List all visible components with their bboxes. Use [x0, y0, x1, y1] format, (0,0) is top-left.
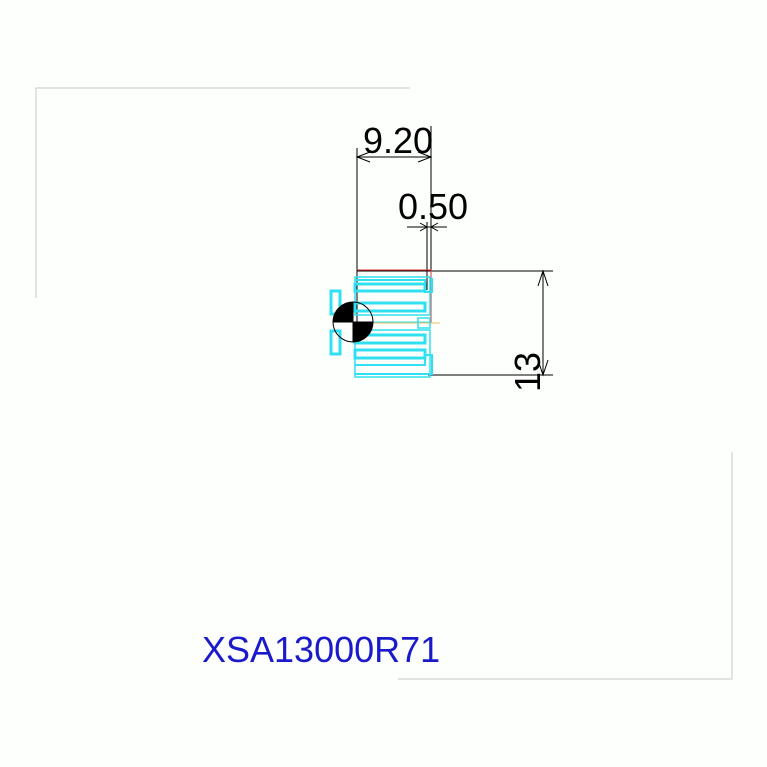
width-dimension — [355, 126, 433, 322]
width-arrow-right — [417, 151, 433, 163]
pad-left-bottom — [329, 329, 342, 356]
contact-upper-bar — [353, 282, 427, 293]
gap-arrow-right — [429, 222, 439, 232]
contact-lower-tab — [355, 354, 433, 375]
latch-center — [417, 317, 431, 329]
datum-target-icon — [332, 301, 374, 343]
part-number-label: XSA13000R71 — [202, 629, 440, 670]
contact-upper-outer — [354, 276, 431, 316]
width-dimension-label: 9.20 — [363, 120, 433, 161]
datum-quadrant-top-left — [333, 302, 353, 322]
datum-quadrant-bottom-right — [353, 322, 373, 342]
width-arrow-left — [355, 151, 371, 163]
contact-upper-tab — [355, 278, 433, 293]
height-arrow-top — [537, 269, 549, 287]
height-dimension — [357, 269, 553, 377]
height-dimension-label: 13 — [507, 352, 548, 392]
gap-arrow-left — [419, 222, 429, 232]
contact-lower-bar-2 — [353, 348, 427, 360]
contact-upper-bar-2 — [353, 301, 427, 313]
part-outline-cyan — [329, 276, 433, 378]
frame-bottom-right-corner — [398, 452, 733, 680]
gap-dimension — [407, 222, 447, 290]
height-arrow-bottom — [537, 359, 549, 377]
frame-top-left-corner — [35, 87, 410, 298]
sheet-frame — [35, 87, 733, 680]
gap-dimension-label: 0.50 — [398, 186, 468, 227]
